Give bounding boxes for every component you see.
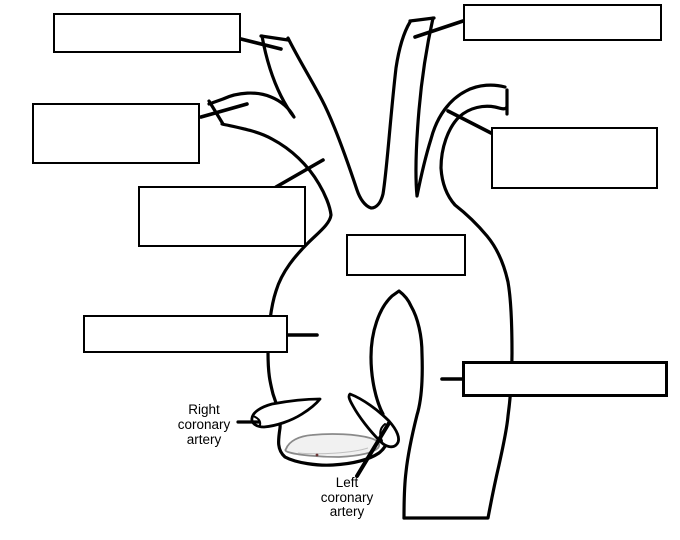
leader-line-left-coronary bbox=[355, 421, 391, 478]
leader-line-box-3 bbox=[274, 158, 325, 189]
right-carotid-subclavian-crotch-outline bbox=[207, 34, 296, 119]
right-coronary-artery-shape bbox=[250, 397, 322, 429]
leader-line-box-5 bbox=[446, 109, 493, 135]
label-box-mid-left[interactable] bbox=[138, 186, 306, 247]
left-coronary-artery-shape bbox=[347, 392, 400, 449]
label-box-upper-right[interactable] bbox=[491, 127, 658, 189]
brachiocephalic-and-carotid-outline bbox=[286, 20, 412, 210]
leader-line-box-4 bbox=[413, 19, 465, 39]
descending-aorta-and-arch-outer-outline bbox=[402, 104, 514, 520]
label-box-top-left[interactable] bbox=[53, 13, 241, 53]
pulmonary-leaf-and-descending-left-outline bbox=[369, 289, 424, 520]
left-coronary-artery-label: Left coronary artery bbox=[320, 475, 374, 519]
aortic-valve-inner-line bbox=[297, 447, 369, 455]
leader-line-box-2 bbox=[199, 102, 249, 119]
label-box-lower-left[interactable] bbox=[83, 315, 288, 353]
label-box-upper-left[interactable] bbox=[32, 103, 200, 164]
left-carotid-cut-edge bbox=[408, 16, 436, 23]
leader-line-box-1 bbox=[239, 37, 283, 51]
left-carotid-and-subclavian-outer-outline bbox=[414, 16, 507, 198]
right-carotid-cut-edge bbox=[259, 34, 290, 42]
label-box-lower-right[interactable] bbox=[462, 361, 668, 397]
valve-dot bbox=[315, 453, 319, 457]
right-coronary-artery-label: Right coronary artery bbox=[177, 402, 231, 447]
label-box-top-right[interactable] bbox=[463, 4, 662, 41]
right-coronary-opening-edge bbox=[252, 415, 262, 426]
label-box-center[interactable] bbox=[346, 234, 466, 276]
